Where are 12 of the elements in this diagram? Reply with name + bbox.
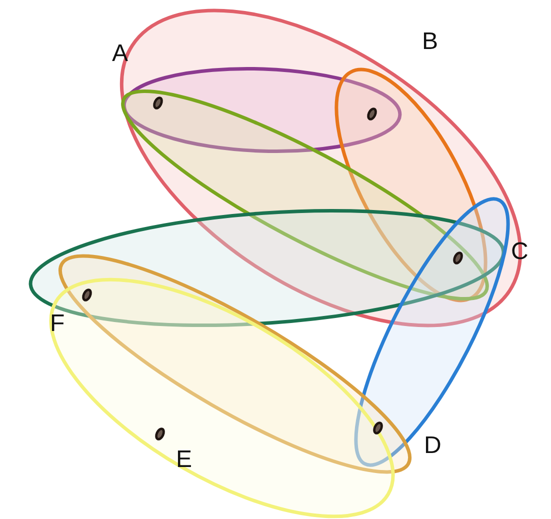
- vertex-dot: [82, 288, 92, 302]
- vertex-label: F: [50, 312, 65, 336]
- vertex-label: E: [176, 448, 192, 472]
- vertex-dot: [153, 96, 163, 110]
- vertex-dot: [453, 252, 463, 264]
- hyperedge-ellipse: [49, 278, 395, 518]
- vertex-label: B: [422, 30, 438, 54]
- vertex-label: A: [112, 42, 128, 66]
- vertex-dot: [155, 428, 165, 440]
- vertex-dot: [367, 108, 377, 120]
- vertex-dot: [373, 422, 383, 434]
- vertex-label: D: [424, 434, 442, 458]
